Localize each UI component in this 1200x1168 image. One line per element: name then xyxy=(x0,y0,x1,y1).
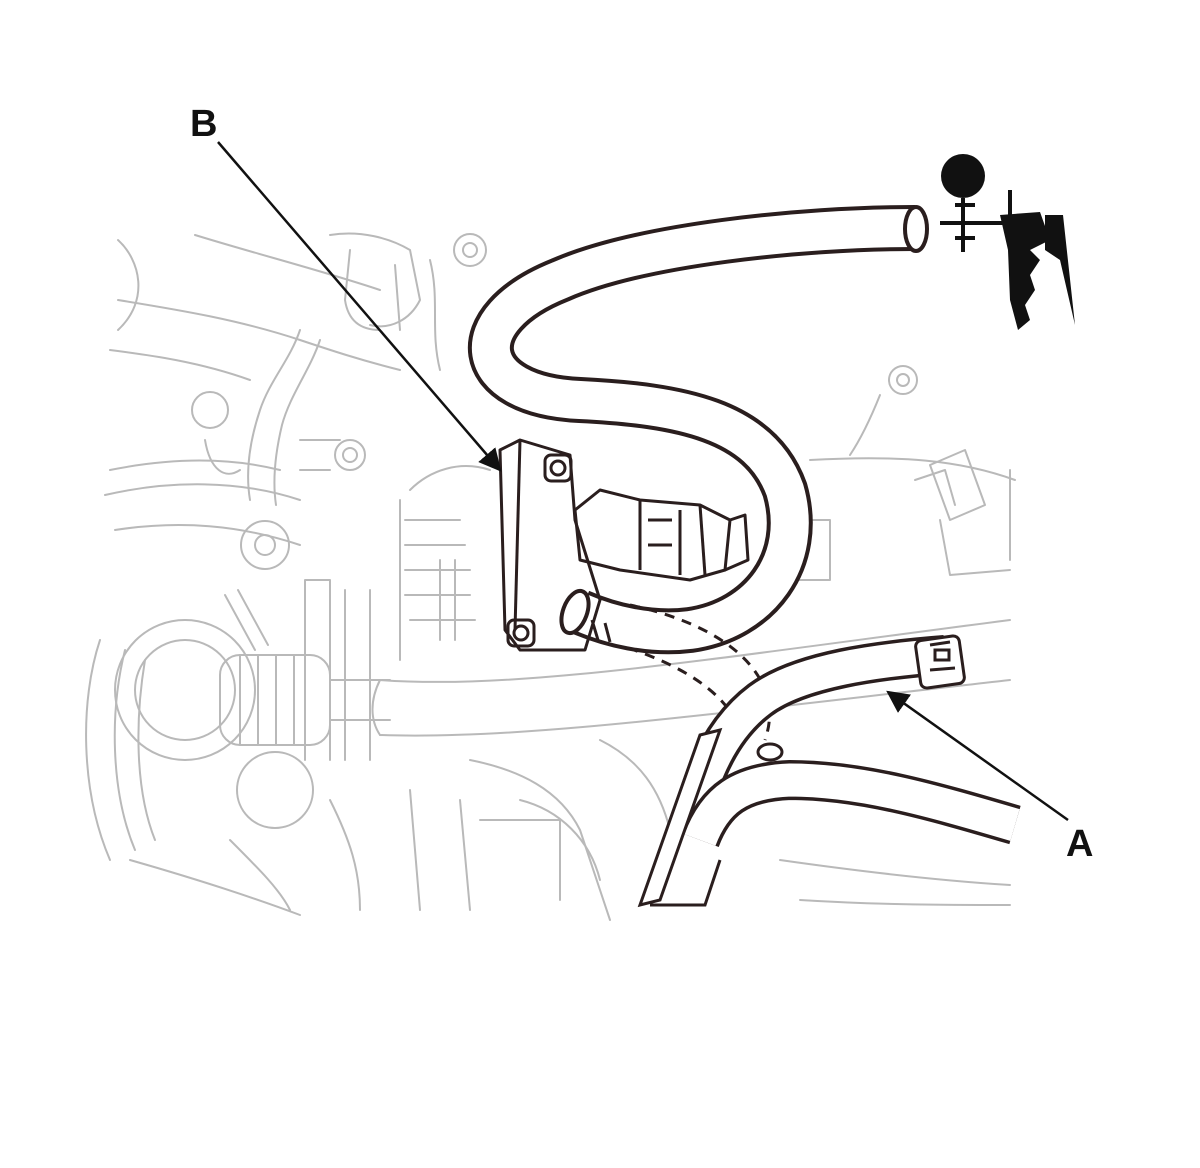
hand-vacuum-pump-icon xyxy=(940,154,1075,330)
leader-line-a xyxy=(886,690,1069,822)
callout-label-a: A xyxy=(1066,823,1093,865)
vacuum-hose xyxy=(467,205,929,655)
pipe-a xyxy=(637,634,1021,908)
valve-b xyxy=(498,438,750,652)
callout-label-b: B xyxy=(190,103,217,145)
leader-line-b xyxy=(217,141,502,472)
engine-background xyxy=(85,232,1016,921)
hidden-hose-path xyxy=(627,603,771,741)
